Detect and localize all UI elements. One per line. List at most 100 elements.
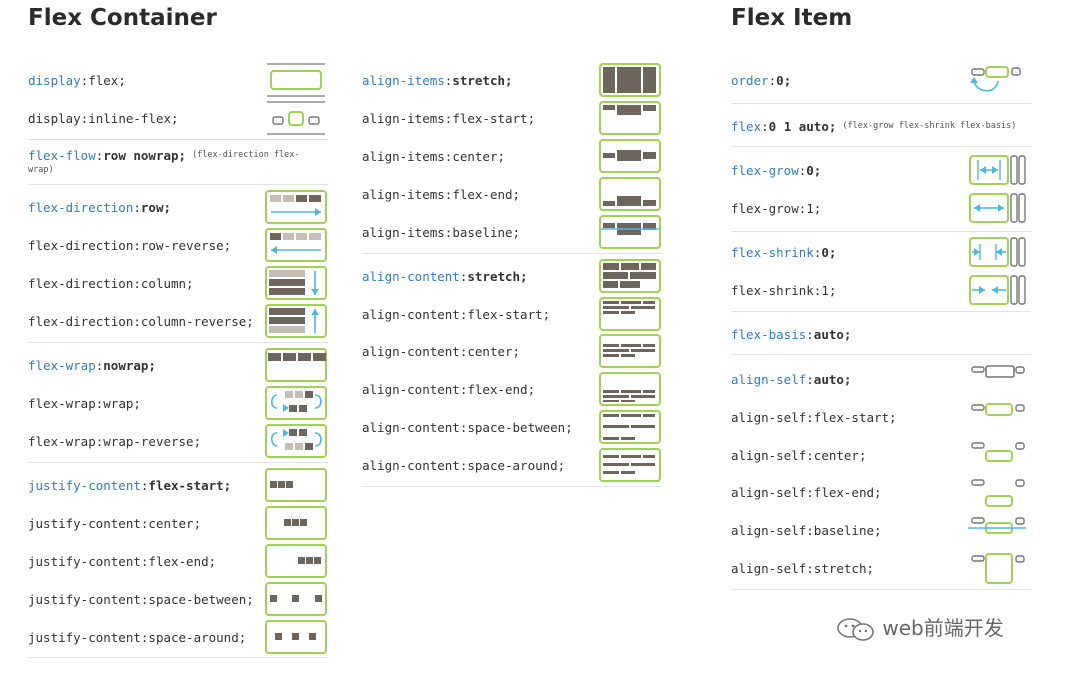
colon: : <box>761 118 769 134</box>
property-row: flex-flow: row nowrap;(flex-direction fl… <box>28 136 300 174</box>
property-row: align-self: auto; <box>731 360 851 398</box>
property-value: space-around; <box>467 457 566 473</box>
property-row: align-self: center; <box>731 436 866 474</box>
property-row: justify-content: space-around; <box>28 618 246 656</box>
property-value: baseline; <box>452 224 521 240</box>
property-value: stretch; <box>467 268 528 284</box>
property-value: stretch; <box>813 560 875 576</box>
colon: : <box>813 244 822 260</box>
property-name: align-items <box>362 110 445 126</box>
property-name: align-items <box>362 186 445 202</box>
property-row: justify-content: flex-start; <box>28 466 231 504</box>
property-value: wrap; <box>103 395 141 411</box>
property-row: flex-direction: column; <box>28 264 194 302</box>
jc-center-icon <box>265 506 327 540</box>
property-value: flex-end; <box>467 381 536 397</box>
colon: : <box>806 371 814 387</box>
column-icon <box>265 266 327 300</box>
property-row: flex: 0 1 auto;(flex-grow flex-shrink fl… <box>731 107 1016 145</box>
property-row: align-self: stretch; <box>731 549 874 587</box>
as-start-icon <box>966 400 1028 434</box>
colon: : <box>459 457 468 473</box>
property-name: flex-wrap <box>28 395 96 411</box>
property-value: center; <box>148 515 202 531</box>
ac-around-icon <box>599 448 661 482</box>
property-value: flex-start; <box>148 477 232 493</box>
property-row: order: 0; <box>731 61 791 99</box>
property-row: align-content: space-around; <box>362 446 565 484</box>
property-value: stretch; <box>452 72 513 88</box>
property-name: flex <box>731 118 762 134</box>
property-name: flex-flow <box>28 147 96 163</box>
colon: : <box>133 313 141 329</box>
divider <box>731 231 1031 232</box>
ai-center-icon <box>599 139 661 173</box>
property-name: flex-shrink <box>731 282 814 298</box>
colon: : <box>95 147 104 163</box>
as-baseline-icon <box>966 513 1028 547</box>
property-value: flex; <box>88 72 126 88</box>
colon: : <box>444 110 453 126</box>
column-reverse-icon <box>265 304 327 338</box>
property-name: order <box>731 72 769 88</box>
colon: : <box>444 148 453 164</box>
property-name: flex-wrap <box>28 433 96 449</box>
grow-0-icon <box>966 153 1028 187</box>
divider <box>362 486 662 487</box>
property-value: flex-start; <box>467 306 551 322</box>
property-value: flex-start; <box>452 110 536 126</box>
property-value: wrap-reverse; <box>103 433 202 449</box>
property-name: flex-wrap <box>28 357 96 373</box>
divider <box>731 146 1031 147</box>
property-row: align-items: center; <box>362 137 505 175</box>
property-name: flex-direction <box>28 199 134 215</box>
property-value: inline-flex; <box>88 110 179 126</box>
colon: : <box>140 515 149 531</box>
property-row: flex-shrink: 0; <box>731 233 836 271</box>
property-row: flex-basis: auto; <box>731 315 851 353</box>
property-value: auto; <box>813 371 852 387</box>
property-row: align-content: space-between; <box>362 408 573 446</box>
property-row: flex-wrap: wrap; <box>28 384 141 422</box>
property-value: 0 1 auto; <box>768 118 837 134</box>
ai-stretch-icon <box>599 63 661 97</box>
colon: : <box>798 162 807 178</box>
property-value: baseline; <box>813 522 882 538</box>
jc-end-icon <box>265 544 327 578</box>
wrap-reverse-icon <box>265 424 327 458</box>
property-row: flex-direction: row-reverse; <box>28 226 231 264</box>
property-row: justify-content: center; <box>28 504 201 542</box>
property-value: space-around; <box>148 629 247 645</box>
property-name: align-content <box>362 268 460 284</box>
property-value: row nowrap; <box>103 147 187 163</box>
divider <box>28 184 328 185</box>
property-row: align-content: stretch; <box>362 257 528 295</box>
property-name: align-content <box>362 381 460 397</box>
jc-between-icon <box>265 582 327 616</box>
property-value: 0; <box>806 162 822 178</box>
row-icon <box>265 190 327 224</box>
divider <box>731 103 1031 104</box>
property-row: flex-wrap: nowrap; <box>28 346 156 384</box>
wrap-icon <box>265 386 327 420</box>
property-name: flex-direction <box>28 237 134 253</box>
as-end-icon <box>966 475 1028 509</box>
colon: : <box>80 110 89 126</box>
colon: : <box>806 484 814 500</box>
colon: : <box>806 326 814 342</box>
colon: : <box>133 275 141 291</box>
property-row: display: inline-flex; <box>28 99 179 137</box>
property-row: align-items: flex-end; <box>362 175 520 213</box>
colon: : <box>140 591 149 607</box>
property-name: align-self <box>731 371 807 387</box>
property-row: flex-shrink: 1; <box>731 271 836 309</box>
grow-1-icon <box>966 191 1028 225</box>
colon: : <box>459 381 468 397</box>
property-name: align-content <box>362 457 460 473</box>
colon: : <box>459 306 468 322</box>
as-center-icon <box>966 438 1028 472</box>
property-row: align-self: flex-end; <box>731 473 882 511</box>
colon: : <box>444 224 453 240</box>
divider <box>28 657 328 658</box>
property-value: flex-end; <box>148 553 217 569</box>
